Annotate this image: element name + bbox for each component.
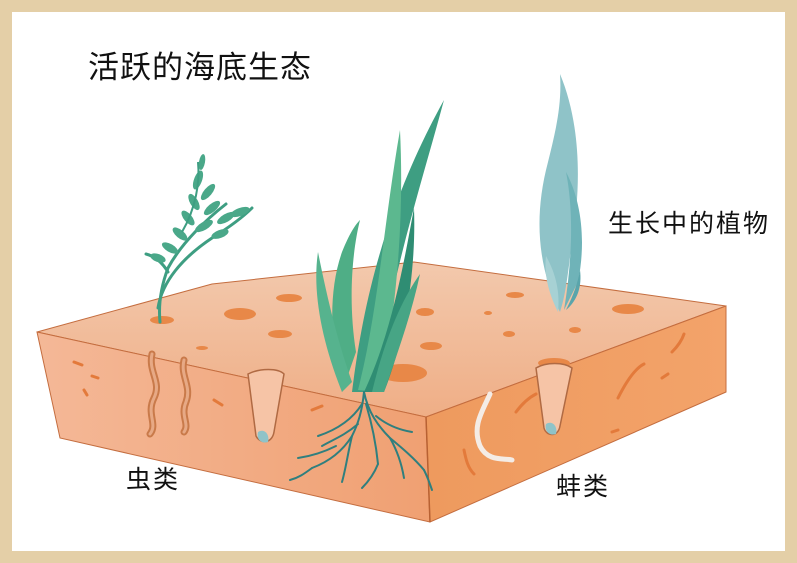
hole (612, 304, 644, 314)
label-worms: 虫类 (126, 460, 180, 496)
hole (268, 330, 292, 338)
label-growing-plants: 生长中的植物 (608, 204, 770, 240)
hole (484, 311, 492, 315)
hole (420, 342, 442, 350)
hole (224, 308, 256, 320)
hole (569, 327, 581, 333)
diagram-title: 活跃的海底生态 (88, 42, 312, 87)
hole (506, 292, 524, 298)
hole (503, 331, 515, 337)
diagram-panel: 活跃的海底生态 生长中的植物 虫类 蚌类 (12, 12, 785, 551)
seaweed-pale (539, 74, 582, 312)
hole (150, 316, 174, 324)
hole (196, 346, 208, 350)
label-clams: 蚌类 (556, 467, 610, 503)
hole (276, 294, 302, 302)
hole (416, 308, 434, 316)
